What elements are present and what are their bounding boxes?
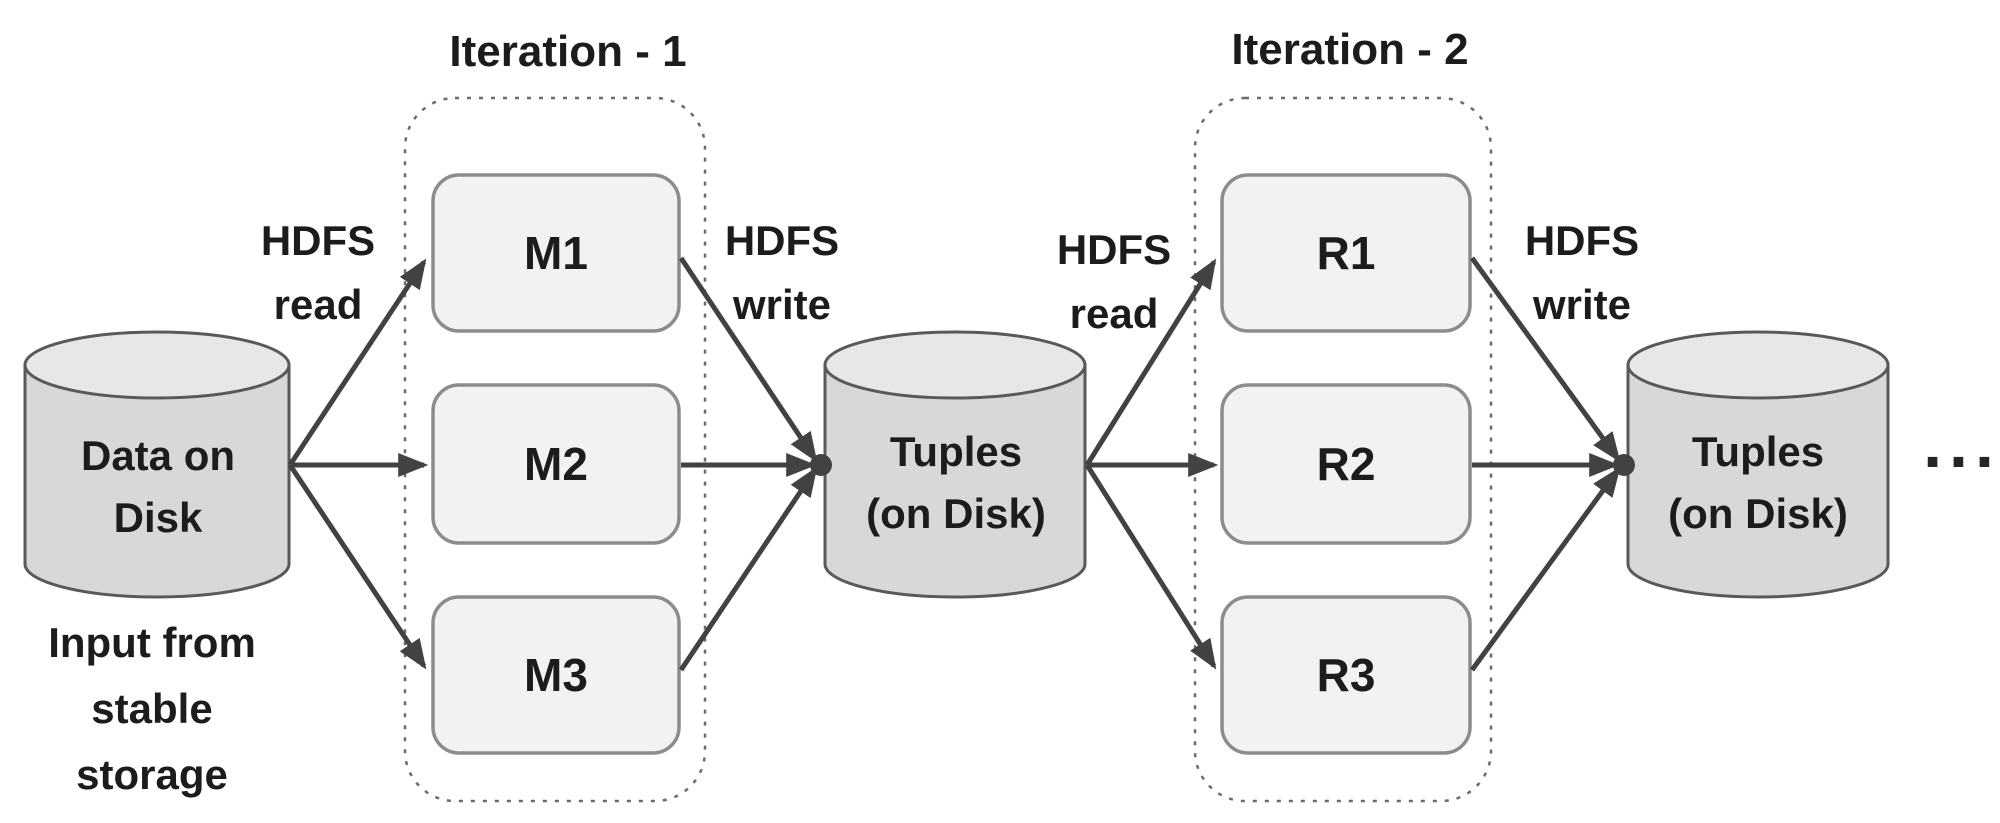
task-box-m2 (431, 383, 681, 545)
hdfs-read-arrows-1 (287, 258, 429, 670)
task-box-r1 (1220, 173, 1472, 333)
input-disk-label: Data on Disk (80, 432, 236, 541)
task-m1-label: M1 (524, 227, 588, 279)
iteration-1-container (403, 96, 707, 803)
task-box-m3 (431, 595, 681, 755)
arrow-line (287, 463, 427, 670)
arrow-merge-point (1613, 454, 1635, 476)
input-disk-cylinder (23, 330, 291, 599)
iteration-1-title: Iteration - 1 (449, 20, 686, 84)
iteration-2-title: Iteration - 2 (1231, 18, 1468, 82)
output-disk-cylinder (1626, 330, 1890, 599)
task-box-r2 (1220, 383, 1472, 545)
hdfs-read-arrows-2 (1084, 258, 1219, 670)
task-box-r3 (1220, 595, 1472, 755)
hdfs-write-label-2: HDFS write (1524, 217, 1640, 328)
task-box-m1 (431, 173, 681, 333)
arrow-line (678, 466, 818, 672)
hdfs-read-label-2: HDFS read (1056, 226, 1172, 337)
continuation-ellipsis: ... (1923, 406, 2000, 482)
arrow-line (1084, 463, 1217, 670)
intermediate-disk-cylinder (823, 330, 1087, 599)
hdfs-write-arrows-2 (1469, 256, 1635, 672)
arrow-line (1084, 258, 1217, 467)
iteration-2-title-text: Iteration - 2 (1231, 25, 1469, 74)
output-disk-label: Tuples (on Disk) (1668, 428, 1848, 537)
input-disk-caption: Input from stable storage (48, 619, 256, 798)
iteration-1-title-text: Iteration - 1 (449, 27, 687, 76)
task-m3-label: M3 (524, 649, 588, 701)
task-r2-label: R2 (1316, 438, 1376, 490)
arrow-line (287, 258, 427, 467)
iteration-2-container (1193, 96, 1493, 803)
intermediate-disk-label: Tuples (on Disk) (866, 428, 1046, 537)
task-m2-label: M2 (524, 438, 588, 490)
task-r3-label: R3 (1316, 649, 1376, 701)
task-r1-label: R1 (1316, 227, 1376, 279)
hdfs-read-label-1: HDFS read (260, 217, 376, 328)
arrow-line (1469, 466, 1621, 672)
arrow-line (678, 256, 818, 463)
arrow-merge-point (810, 454, 832, 476)
hdfs-write-arrows-1 (678, 256, 832, 672)
arrow-line (1469, 256, 1621, 463)
hdfs-write-label-1: HDFS write (724, 217, 840, 328)
